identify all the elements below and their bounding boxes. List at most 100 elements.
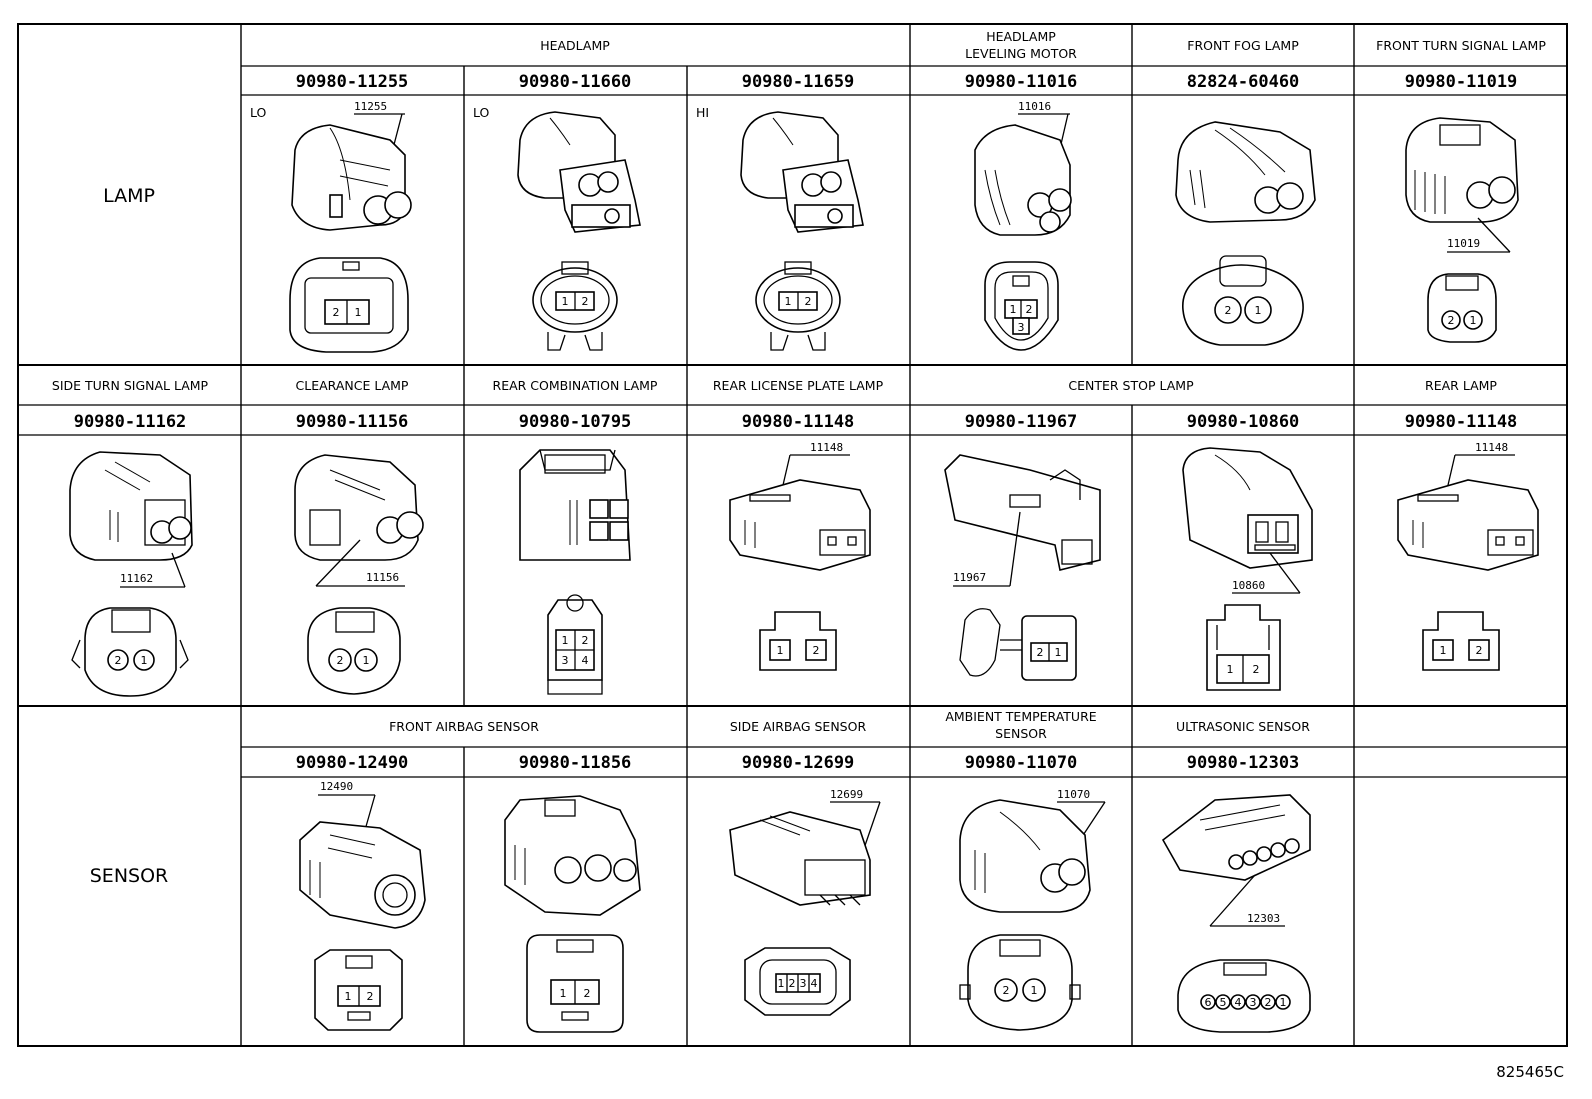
connector-11660: LO 1 2 (473, 105, 641, 351)
callout-label: 11019 (1447, 237, 1480, 250)
pin-label: 1 (1031, 984, 1038, 997)
connector-11016: 11016 1 2 3 (974, 100, 1072, 351)
part-number: 90980-11660 (519, 72, 632, 92)
part-number: 90980-11967 (965, 412, 1078, 432)
connector-12490: 12490 1 2 (299, 780, 426, 1031)
connector-11659: HI 1 2 (696, 105, 864, 351)
part-number: 90980-11016 (965, 72, 1078, 92)
header-front-fog: FRONT FOG LAMP (1187, 38, 1299, 53)
figure-code: 825465C (1496, 1063, 1564, 1081)
pin-row: 6 5 4 3 2 1 (1200, 994, 1291, 1010)
callout-label: 11255 (354, 100, 387, 113)
header-headlamp: HEADLAMP (540, 38, 610, 53)
connector-10860: 10860 1 2 (1182, 447, 1313, 691)
pin-label: 2 (1026, 303, 1033, 316)
part-number: 90980-11162 (74, 412, 187, 432)
header-center-stop: CENTER STOP LAMP (1068, 378, 1194, 393)
pin-label: 1 (562, 634, 569, 647)
pin-label: 1 (560, 987, 567, 1000)
part-number: 90980-12699 (742, 753, 855, 773)
connector-11148-license: 11148 1 2 (729, 441, 871, 671)
connector-12303: 12303 6 5 4 3 2 1 (1161, 794, 1311, 1033)
group-label-sensor: SENSOR (90, 865, 169, 887)
pin-label: 4 (582, 654, 589, 667)
part-number: 90980-11148 (742, 412, 855, 432)
pin-label: 3 (1018, 321, 1025, 334)
pin-label: 2 (115, 654, 122, 667)
header-ambient-line1: AMBIENT TEMPERATURE (945, 709, 1096, 724)
callout-label: 11162 (120, 572, 153, 585)
part-number: 90980-11856 (519, 753, 632, 773)
pin-label: 2 (582, 634, 589, 647)
callout-label: 12490 (320, 780, 353, 793)
pin-label: 1 (778, 977, 785, 990)
pin-label: 1 (1055, 646, 1062, 659)
pin-label: 4 (1235, 996, 1242, 1009)
callout-label: 11070 (1057, 788, 1090, 801)
pin-label: 2 (1003, 984, 1010, 997)
callout-label: 11156 (366, 571, 399, 584)
pin-label: 2 (584, 987, 591, 1000)
part-number: 90980-11070 (965, 753, 1078, 773)
header-front-turn: FRONT TURN SIGNAL LAMP (1376, 38, 1546, 53)
pin-label: 1 (562, 295, 569, 308)
header-rear-license: REAR LICENSE PLATE LAMP (713, 378, 884, 393)
header-leveling-line1: HEADLAMP (986, 29, 1056, 44)
connector-11156: 11156 2 1 (294, 454, 424, 695)
callout-label: 11967 (953, 571, 986, 584)
lo-tag: LO (473, 105, 490, 120)
pin-label: 2 (337, 654, 344, 667)
part-number: 90980-12303 (1187, 753, 1300, 773)
lo-tag: LO (250, 105, 267, 120)
table-grid (17, 23, 1568, 1047)
connector-82824-60460: 2 1 (1175, 121, 1316, 346)
callout-label: 11016 (1018, 100, 1051, 113)
pin-label: 2 (805, 295, 812, 308)
pin-label: 1 (363, 654, 370, 667)
pin-label: 1 (141, 654, 148, 667)
callout-label: 12699 (830, 788, 863, 801)
pin-label: 1 (355, 306, 362, 319)
pin-label: 1 (1440, 644, 1447, 657)
connector-11967: 11967 2 1 (944, 454, 1101, 681)
part-number: 90980-10860 (1187, 412, 1300, 432)
pin-label: 2 (1253, 663, 1260, 676)
part-number: 90980-11255 (296, 72, 409, 92)
pin-label: 2 (1448, 314, 1455, 327)
connector-11070: 11070 2 1 (959, 788, 1106, 1031)
pin-label: 1 (1010, 303, 1017, 316)
pin-label: 3 (800, 977, 807, 990)
callout-label: 11148 (810, 441, 843, 454)
header-ultrasonic: ULTRASONIC SENSOR (1176, 719, 1310, 734)
connector-11019: 11019 2 1 (1405, 117, 1519, 343)
pin-label: 1 (345, 990, 352, 1003)
pin-label: 4 (811, 977, 818, 990)
part-number: 90980-11659 (742, 72, 855, 92)
callout-label: 11148 (1475, 441, 1508, 454)
header-leveling-line2: LEVELING MOTOR (965, 46, 1077, 61)
pin-label: 2 (789, 977, 796, 990)
pin-label: 2 (1476, 644, 1483, 657)
pin-label: 2 (367, 990, 374, 1003)
part-number: 90980-11019 (1405, 72, 1518, 92)
connector-10795: 1 2 3 4 (519, 449, 631, 695)
connector-11255: LO 11255 2 1 (250, 100, 412, 353)
part-number: 90980-11148 (1405, 412, 1518, 432)
header-front-airbag: FRONT AIRBAG SENSOR (389, 719, 539, 734)
connector-11856: 1 2 (504, 795, 641, 1033)
part-number: 82824-60460 (1187, 72, 1300, 92)
header-ambient-line2: SENSOR (995, 726, 1047, 741)
pin-label: 2 (813, 644, 820, 657)
group-label-lamp: LAMP (103, 185, 155, 207)
pin-label: 1 (1470, 314, 1477, 327)
part-number: 90980-10795 (519, 412, 632, 432)
connector-12699: 12699 1 2 3 4 (729, 788, 881, 1016)
connector-11162: 11162 2 1 (69, 451, 193, 697)
pin-label: 3 (562, 654, 569, 667)
connector-11148-rear: 11148 1 2 (1397, 441, 1539, 671)
pin-label: 5 (1220, 996, 1227, 1009)
pin-label: 2 (1225, 304, 1232, 317)
callout-label: 12303 (1247, 912, 1280, 925)
pin-label: 2 (1265, 996, 1272, 1009)
